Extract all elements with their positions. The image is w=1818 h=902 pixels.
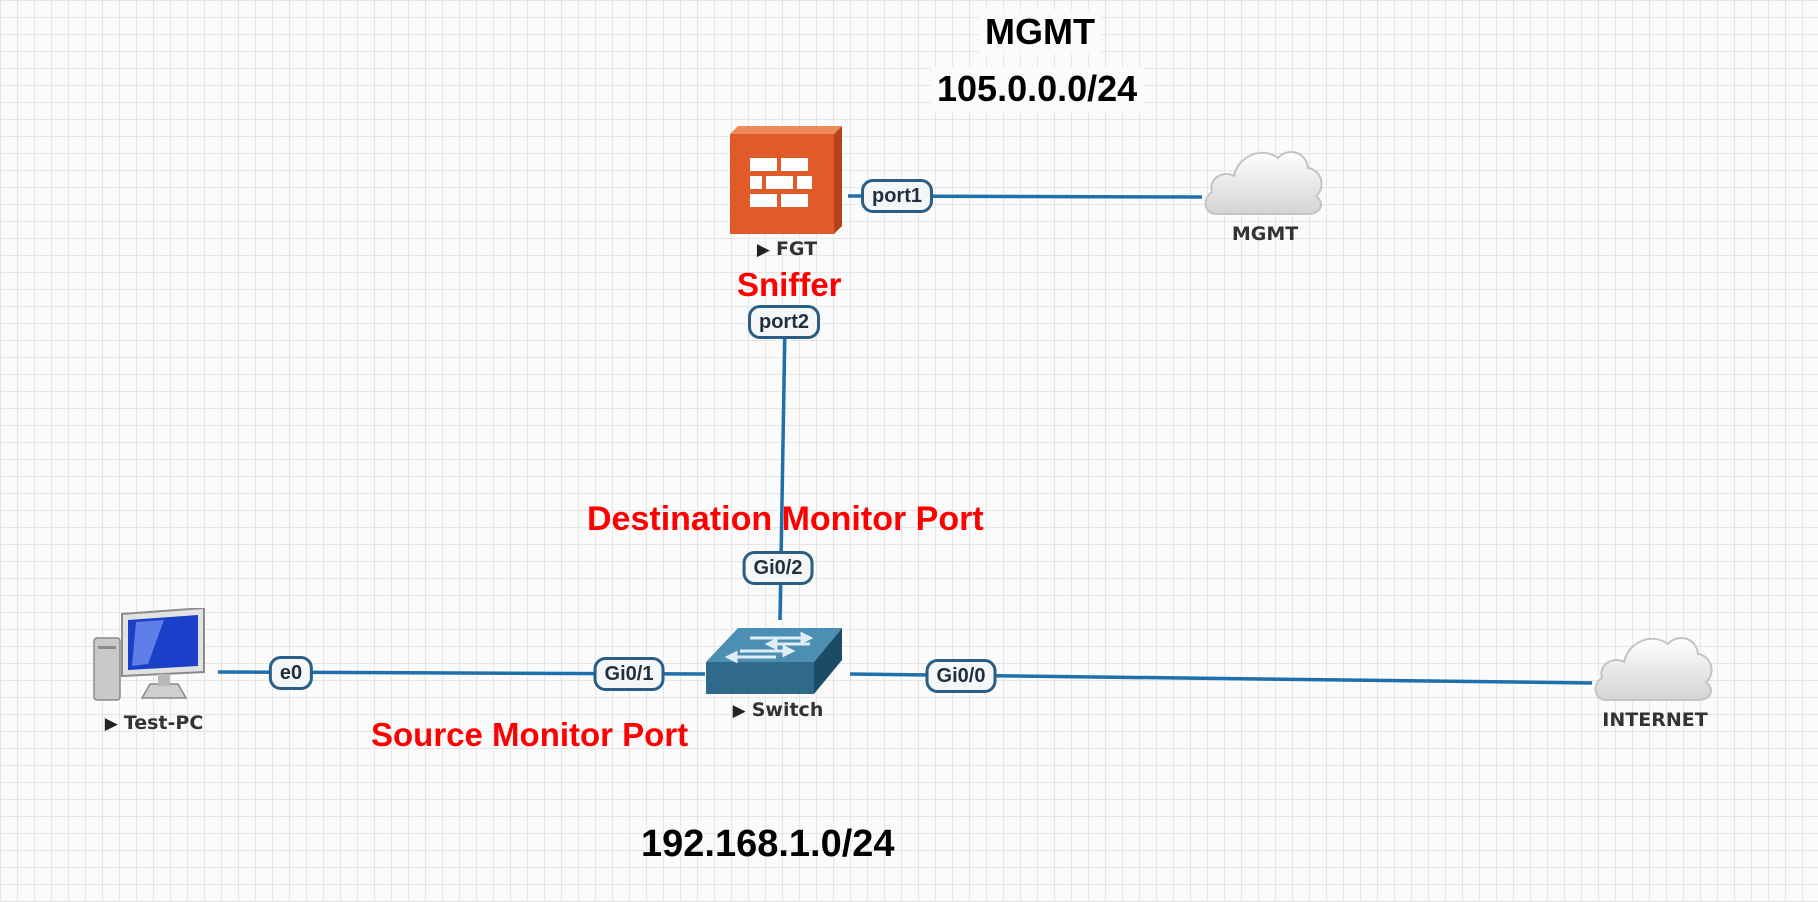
switch-label: ▶Switch <box>733 701 824 720</box>
port-badge-switch-gi0-0[interactable]: Gi0/0 <box>925 659 997 693</box>
port-badge-fgt-port1[interactable]: port1 <box>861 179 933 213</box>
start-icon[interactable]: ▶ <box>756 240 770 260</box>
switch-label-text: Switch <box>751 699 824 721</box>
mgmt-label: MGMT <box>1231 223 1299 245</box>
switch-node[interactable] <box>706 624 842 694</box>
start-icon[interactable]: ▶ <box>104 714 118 734</box>
port-badge-pc-e0[interactable]: e0 <box>268 656 314 690</box>
lan-subnet-note: 192.168.1.0/24 <box>641 823 895 865</box>
port-badge-fgt-port2[interactable]: port2 <box>748 305 820 339</box>
mgmt-subnet-note: 105.0.0.0/24 <box>931 67 1144 111</box>
start-icon[interactable]: ▶ <box>732 701 746 721</box>
sniffer-note: Sniffer <box>737 266 842 303</box>
internet-label: INTERNET <box>1602 709 1708 731</box>
internet-cloud-node[interactable] <box>1592 628 1716 704</box>
cloud-icon <box>1594 637 1713 701</box>
test-pc-label: ▶Test-PC <box>105 714 204 733</box>
port-badge-switch-gi0-1[interactable]: Gi0/1 <box>593 657 665 691</box>
fgt-node[interactable] <box>730 126 842 234</box>
destination-monitor-port-note: Destination Monitor Port <box>587 500 984 538</box>
switch-icon <box>706 628 842 694</box>
cloud-icon <box>1204 151 1323 215</box>
test-pc-label-text: Test-PC <box>123 712 204 734</box>
firewall-icon <box>730 126 842 234</box>
mgmt-title-note: MGMT <box>979 10 1101 54</box>
computer-icon <box>93 606 205 701</box>
fgt-label-text: FGT <box>775 238 818 260</box>
port-badge-switch-gi0-2[interactable]: Gi0/2 <box>742 551 814 585</box>
source-monitor-port-note: Source Monitor Port <box>371 716 689 753</box>
mgmt-cloud-node[interactable] <box>1202 142 1326 218</box>
test-pc-node[interactable] <box>92 606 208 708</box>
fgt-label: ▶FGT <box>757 240 817 259</box>
